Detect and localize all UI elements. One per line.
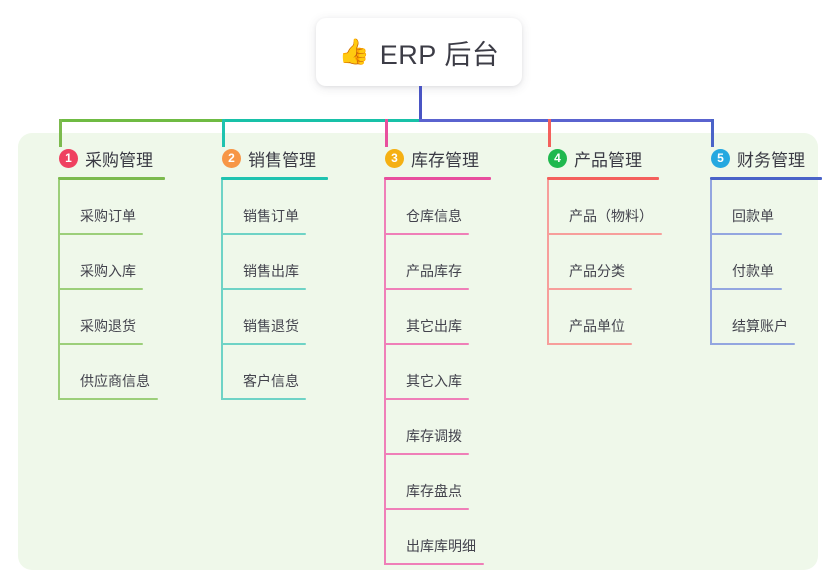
leaf-rule [547,343,632,345]
leaf-label: 采购退货 [80,318,136,334]
leaf-label: 产品分类 [569,263,625,279]
branch-head-rule-2 [221,177,328,180]
leaf-label: 客户信息 [243,373,299,389]
leaf-label: 销售出库 [243,263,299,279]
leaf-rule [710,288,782,290]
branch-head-4[interactable]: 4 产品管理 [529,145,642,171]
leaf-spine-2 [221,180,223,400]
leaf-label: 仓库信息 [406,208,462,224]
connector-drop-4 [548,119,551,147]
leaf-label: 供应商信息 [80,373,150,389]
connector-bus-mid [222,119,422,122]
leaf-spine-5 [710,180,712,345]
leaf-rule [384,508,469,510]
branch-badge-1: 1 [59,148,78,168]
leaf-label: 产品库存 [406,263,462,279]
leaf-rule [384,343,469,345]
leaf-rule [384,398,469,400]
leaf-spine-1 [58,180,60,400]
leaf-label: 回款单 [732,208,774,224]
leaf-spine-4 [547,180,549,345]
leaf-rule [221,343,306,345]
leaf-rule [221,233,306,235]
leaf-label: 库存盘点 [406,483,462,499]
leaf-label: 付款单 [732,263,774,279]
branch-column-5: 5 财务管理回款单付款单结算账户 [692,145,822,345]
leaf-rule [384,453,469,455]
branch-title-5: 财务管理 [737,150,805,170]
branch-title-1: 采购管理 [85,150,153,170]
leaf-label: 其它出库 [406,318,462,334]
leaf-label: 采购入库 [80,263,136,279]
leaf-label: 采购订单 [80,208,136,224]
connector-drop-2 [222,119,225,147]
connector-bus-left [59,119,222,122]
branch-head-2[interactable]: 2 销售管理 [203,145,316,171]
leaf-rule [547,288,632,290]
branch-head-rule-3 [384,177,491,180]
leaf-label: 销售退货 [243,318,299,334]
leaf-rule [710,343,795,345]
leaf-rule [58,288,143,290]
connector-drop-3 [385,119,388,147]
thumbs-up-icon: 👍 [338,37,370,66]
leaf-rule [384,563,484,565]
branch-badge-3: 3 [385,148,404,168]
leaf-label: 出库库明细 [406,538,476,554]
leaf-rule [221,398,306,400]
leaf-spine-3 [384,180,386,565]
branch-badge-5: 5 [711,148,730,168]
branch-title-3: 库存管理 [411,150,479,170]
leaf-label: 其它入库 [406,373,462,389]
leaf-rule [547,233,662,235]
branch-head-rule-5 [710,177,822,180]
leaf-rule [221,288,306,290]
leaf-rule [58,398,158,400]
connector-bus-right [419,119,714,122]
root-node-label: ERP 后台 [379,39,500,70]
branch-column-4: 4 产品管理产品（物料） 产品分类产品单位 [529,145,662,345]
branch-column-3: 3 库存管理仓库信息产品库存其它出库其它入库库存调拨库存盘点出库库明细 [366,145,491,565]
leaf-label: 销售订单 [243,208,299,224]
leaf-label: 库存调拨 [406,428,462,444]
leaf-rule [384,288,469,290]
branch-column-1: 1 采购管理采购订单采购入库采购退货供应商信息 [40,145,165,400]
branch-title-4: 产品管理 [574,150,642,170]
leaf-label: 产品（物料） [569,208,653,224]
leaf-rule [710,233,782,235]
leaf-rule [58,233,143,235]
leaf-rule [58,343,143,345]
root-node-erp-backend[interactable]: 👍 ERP 后台 [316,18,522,86]
branch-head-3[interactable]: 3 库存管理 [366,145,479,171]
branch-column-2: 2 销售管理销售订单销售出库销售退货客户信息 [203,145,328,400]
tree-background-panel [18,133,818,570]
leaf-label: 产品单位 [569,318,625,334]
branch-badge-4: 4 [548,148,567,168]
branch-head-rule-1 [58,177,165,180]
branch-head-rule-4 [547,177,659,180]
connector-drop-5 [711,119,714,147]
branch-head-5[interactable]: 5 财务管理 [692,145,805,171]
branch-title-2: 销售管理 [248,150,316,170]
branch-badge-2: 2 [222,148,241,168]
branch-head-1[interactable]: 1 采购管理 [40,145,153,171]
connector-drop-1 [59,119,62,147]
leaf-label: 结算账户 [732,318,788,334]
connector-trunk [419,86,422,122]
leaf-rule [384,233,469,235]
